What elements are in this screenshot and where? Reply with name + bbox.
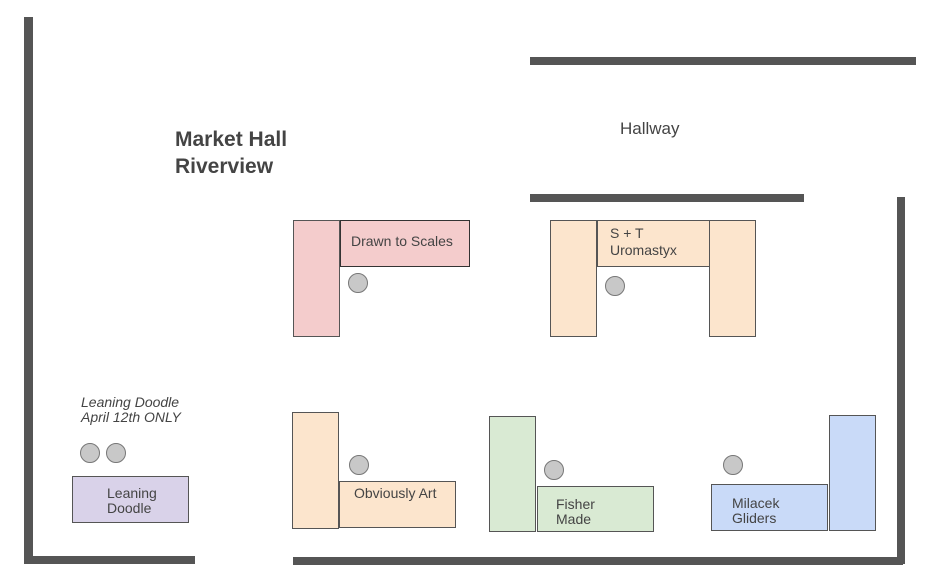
leaning-doodle-chair-right — [106, 443, 126, 463]
milacek-gliders-label-line1: Milacek — [732, 495, 780, 511]
obviously-art-front-table — [339, 481, 456, 528]
venue-title: Market Hall Riverview — [175, 126, 287, 180]
drawn-to-scales-label: Drawn to Scales — [351, 233, 453, 249]
st-uromastyx-front-table — [597, 220, 710, 267]
milacek-gliders-front-table — [711, 484, 828, 531]
wall-south-right — [293, 557, 903, 565]
milacek-gliders-side-table — [829, 415, 876, 531]
fisher-made-front-table — [537, 486, 654, 532]
note-line2: April 12th ONLY — [81, 409, 181, 425]
fisher-made-chair — [544, 460, 564, 480]
wall-east — [897, 197, 905, 564]
obviously-art-chair — [349, 455, 369, 475]
obviously-art-label: Obviously Art — [354, 485, 437, 501]
st-uromastyx-chair — [605, 276, 625, 296]
milacek-gliders-label: Milacek Gliders — [732, 496, 779, 526]
st-uromastyx-label-line1: S + T — [610, 225, 644, 241]
leaning-doodle-chair-left — [80, 443, 100, 463]
fisher-made-label-line2: Made — [556, 511, 592, 527]
drawn-to-scales-front-table — [340, 220, 470, 267]
drawn-to-scales-side-table — [293, 220, 340, 337]
fisher-made-label-line1: Fisher — [556, 496, 595, 512]
milacek-gliders-chair — [723, 455, 743, 475]
fisher-made-side-table — [489, 416, 536, 532]
milacek-gliders-label-line2: Gliders — [732, 510, 777, 526]
hallway-label: Hallway — [620, 119, 680, 138]
st-uromastyx-label-line2: Uromastyx — [610, 242, 677, 258]
leaning-doodle-label-line2: Doodle — [107, 500, 152, 516]
leaning-doodle-label-line1: Leaning — [107, 485, 157, 501]
note-line1: Leaning Doodle — [81, 394, 180, 410]
obviously-art-side-table — [292, 412, 339, 529]
leaning-doodle-table — [72, 476, 189, 523]
hallway-wall-bottom — [530, 194, 804, 202]
st-uromastyx-label: S + T Uromastyx — [610, 226, 677, 258]
hallway-wall-top — [530, 57, 916, 65]
drawn-to-scales-chair — [348, 273, 368, 293]
venue-title-line1: Market Hall — [175, 128, 288, 151]
fisher-made-label: Fisher Made — [556, 497, 595, 527]
wall-south-left — [24, 556, 195, 564]
venue-title-line2: Riverview — [175, 155, 274, 178]
leaning-doodle-note: Leaning Doodle April 12th ONLY — [81, 395, 181, 425]
st-uromastyx-left-table — [550, 220, 597, 337]
st-uromastyx-right-table — [709, 220, 756, 337]
leaning-doodle-label: Leaning Doodle — [107, 486, 157, 516]
wall-west — [24, 17, 33, 564]
